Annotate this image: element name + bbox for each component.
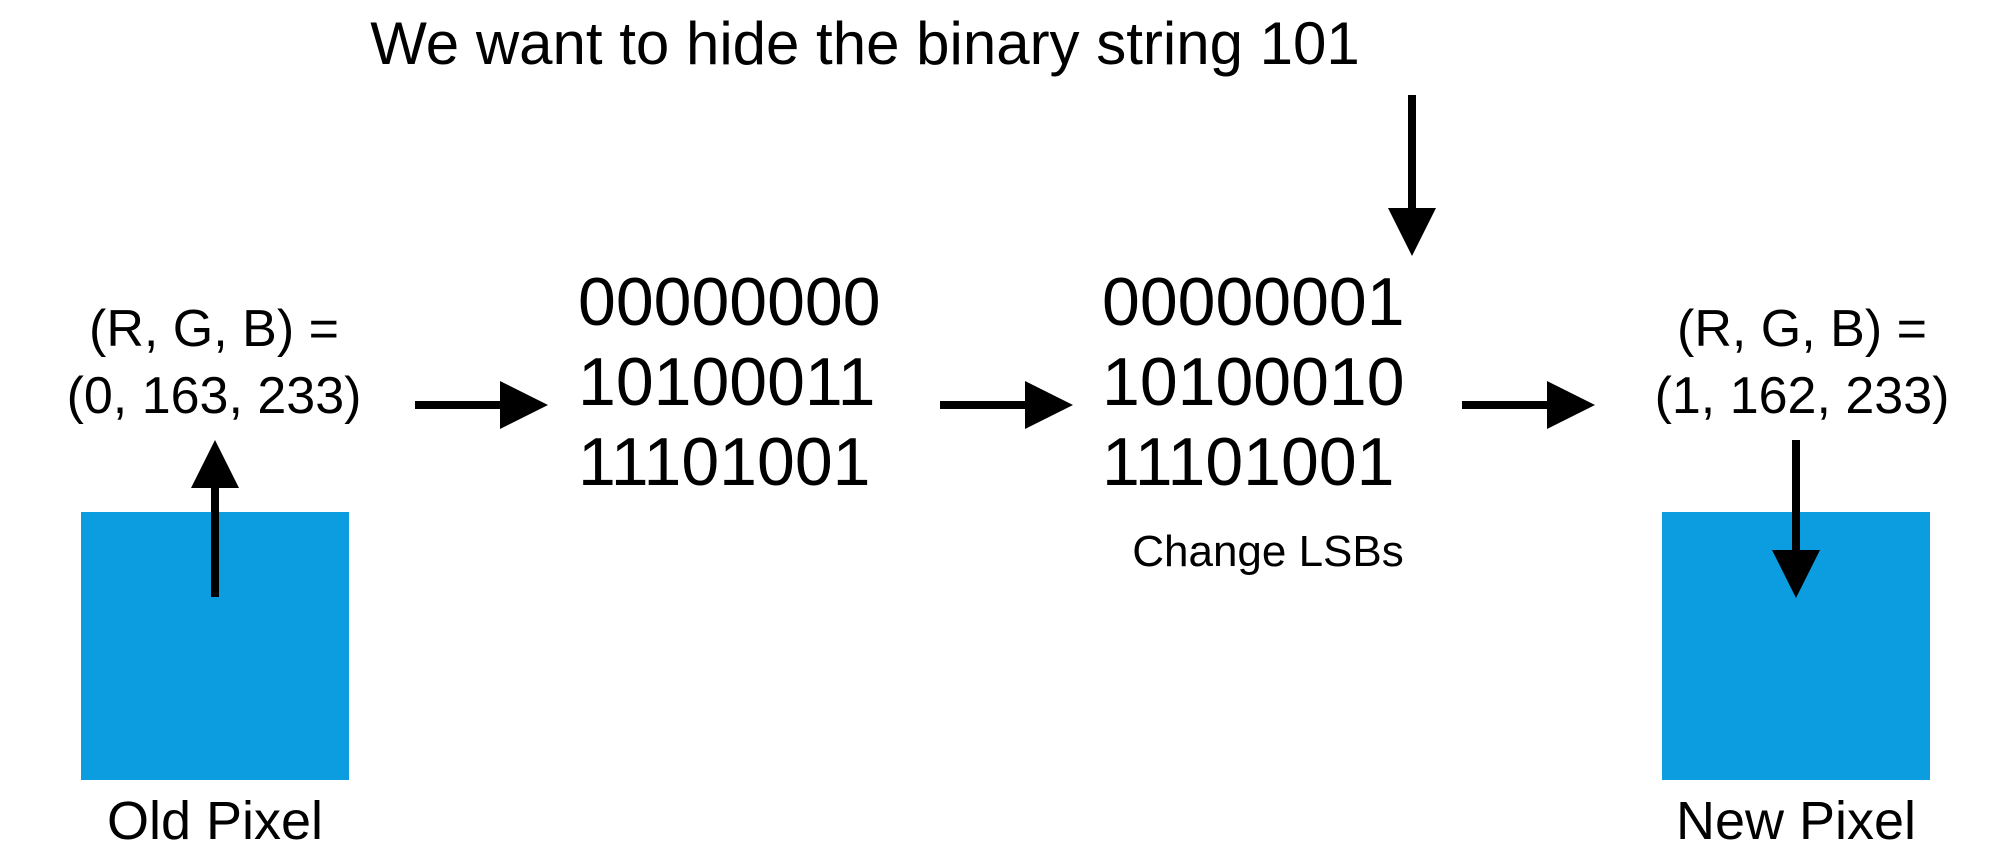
new-pixel-label: New Pixel bbox=[1675, 791, 1917, 851]
original-binary-blue: 11101001 bbox=[578, 424, 871, 500]
old-pixel-rgb-values: (0, 163, 233) bbox=[66, 367, 362, 425]
new-pixel-rgb-values: (1, 162, 233) bbox=[1654, 367, 1950, 425]
modified-binary-red: 00000001 bbox=[1102, 264, 1405, 340]
modified-binary-block: 00000001 10100010 11101001 bbox=[1102, 262, 1462, 502]
old-pixel-rgb-label: (R, G, B) = bbox=[89, 300, 339, 358]
original-binary-red: 00000000 bbox=[578, 264, 881, 340]
original-binary-block: 00000000 10100011 11101001 bbox=[578, 262, 938, 502]
modified-binary-blue: 11101001 bbox=[1102, 424, 1395, 500]
change-lsbs-caption: Change LSBs bbox=[1132, 527, 1404, 576]
new-pixel-rgb-label: (R, G, B) = bbox=[1677, 300, 1927, 358]
diagram-title: We want to hide the binary string 101 bbox=[370, 10, 1360, 77]
original-binary-green: 10100011 bbox=[578, 344, 876, 420]
old-pixel-label: Old Pixel bbox=[106, 791, 324, 851]
modified-binary-green: 10100010 bbox=[1102, 344, 1405, 420]
